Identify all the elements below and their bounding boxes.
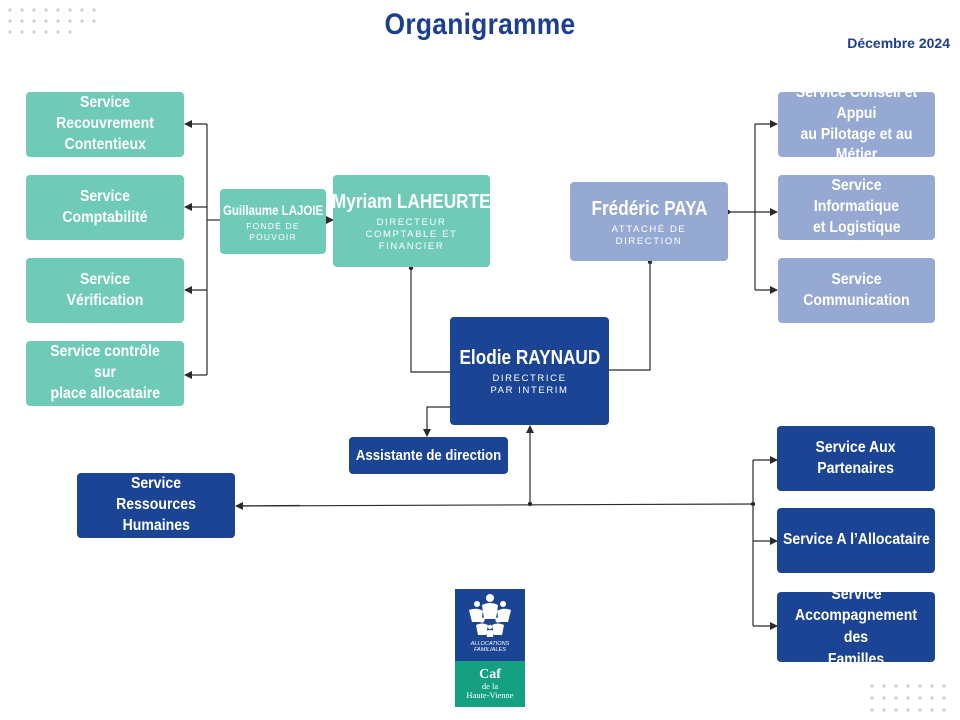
service-allocataire-box: Service A l’Allocataire [777,508,935,573]
caf-logo-band-line2: FAMILIALES [474,647,506,654]
person-proxy-role-line1: FONDÉ DE [246,220,300,231]
person-attache-name: Frédéric PAYA [590,197,708,220]
family-figures-icon [469,594,511,637]
caf-logo-top: ALLOCATIONS FAMILIALES [455,589,525,661]
service-verification-box: Service Vérification [26,258,184,323]
service-communication-line2: Communication [803,291,910,309]
connector-attache-director [609,262,651,371]
service-familles-line3: Familles [827,650,885,668]
service-familles-line2: Accompagnement des [794,607,918,646]
service-informatique-box: Service Informatique et Logistique [778,175,935,240]
person-proxy-role-line2: POUVOIR [249,231,297,242]
service-verification-line1: Service Vérification [66,270,144,309]
service-recouvrement-box: Service Recouvrement Contentieux [26,92,184,157]
caf-logo-band-line1: ALLOCATIONS [470,641,510,647]
caf-logo-sub-line1: de la [481,680,499,691]
person-director-box: Elodie RAYNAUD DIRECTRICE PAR INTERIM [450,317,609,425]
service-informatique-line1: Service Informatique [813,177,900,216]
connector-finance-director [410,268,450,373]
service-communication-line1: Service [831,270,882,288]
person-attache-box: Frédéric PAYA ATTACHÉ DE DIRECTION [570,182,728,261]
service-controle-line2: place allocataire [50,384,160,402]
service-communication-box: Service Communication [778,258,935,323]
service-assistante-box: Assistante de direction [349,437,508,474]
person-finance-role-line2: COMPTABLE ET [365,229,458,241]
person-finance-role-line3: FINANCIER [378,240,445,252]
service-recouvrement-line1: Service Recouvrement [56,94,154,133]
person-director-name: Elodie RAYNAUD [459,347,600,370]
person-attache-role-line1: ATTACHÉ DE [611,223,687,235]
caf-logo-sub-line2: Haute-Vienne [466,690,514,700]
caf-logo-bottom: Caf de la Haute-Vienne [455,661,525,707]
service-familles-box: Service Accompagnement des Familles [777,586,935,668]
service-conseil-box: Service Conseil et Appui au Pilotage et … [778,84,935,163]
person-attache-role-line2: DIRECTION [615,235,683,247]
service-comptabilite-line1: Service Comptabilité [62,187,148,226]
person-finance-name: Myriam LAHEURTE [332,191,491,214]
service-controle-box: Service contrôle sur place allocataire [26,341,184,406]
service-informatique-line2: et Logistique [812,218,901,236]
service-comptabilite-box: Service Comptabilité [26,175,184,240]
decorative-dots-top-left [8,8,96,34]
page-title: Organigramme [384,8,576,41]
service-rh-line1: Service Ressources [116,475,196,514]
service-allocataire-line1: Service A l’Allocataire [782,531,930,549]
service-controle-line1: Service contrôle sur [50,343,160,382]
person-proxy-name: Guillaume LAJOIE [222,201,324,218]
person-proxy-box: Guillaume LAJOIE FONDÉ DE POUVOIR [220,189,326,254]
service-rh-box: Service Ressources Humaines [77,473,235,538]
service-partenaires-box: Service Aux Partenaires [777,426,935,491]
service-assistante-line1: Assistante de direction [355,446,502,464]
person-director-role-line2: PAR INTERIM [490,385,569,396]
service-partenaires-line1: Service Aux [815,438,897,456]
person-finance-role-line1: DIRECTEUR [376,217,447,229]
connector-assistante [423,406,450,437]
service-rh-line2: Humaines [122,516,190,534]
person-finance-box: Myriam LAHEURTE DIRECTEUR COMPTABLE ET F… [332,175,491,267]
connector-trunk-to-rh [235,501,301,510]
caf-logo-brand: Caf [479,666,501,682]
date-label: Décembre 2024 [847,35,950,51]
service-conseil-line2: au Pilotage et au Métier [800,125,913,164]
service-conseil-line1: Service Conseil et Appui [795,83,918,122]
person-director-role-line1: DIRECTRICE [492,373,567,385]
connector-trunk [235,503,754,507]
service-recouvrement-line2: Contentieux [64,135,146,153]
service-partenaires-line2: Partenaires [817,459,895,477]
service-familles-line1: Service [830,585,882,603]
caf-logo: ALLOCATIONS FAMILIALES Caf de la Haute-V… [455,589,525,707]
decorative-dots-bottom-right [870,684,946,712]
